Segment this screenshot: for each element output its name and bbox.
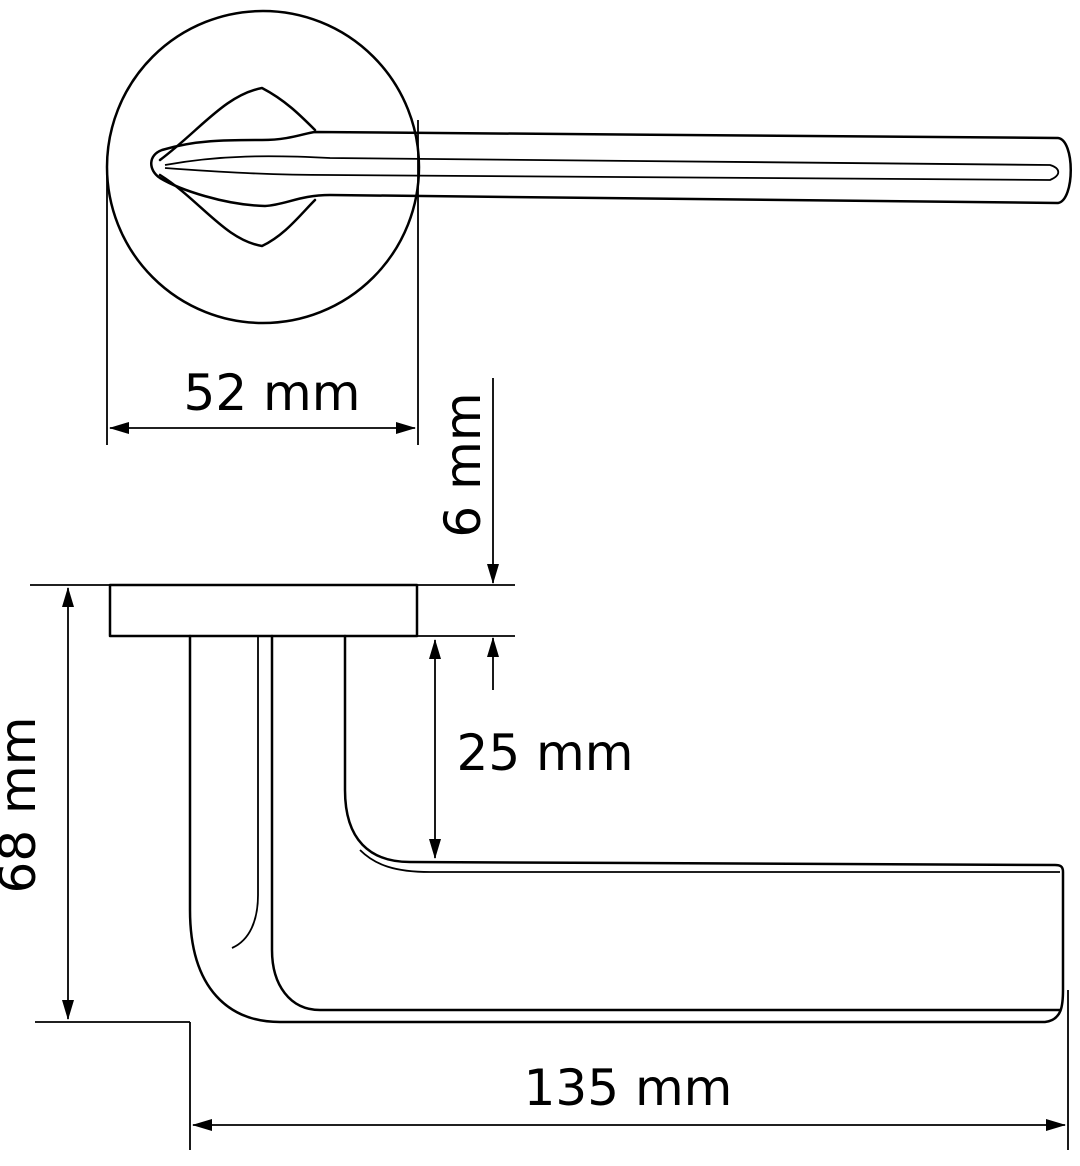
dimension-label-6mm: 6 mm bbox=[434, 392, 492, 537]
rose-plate bbox=[108, 583, 419, 638]
rose-circle bbox=[105, 9, 421, 325]
side-view bbox=[108, 583, 1065, 1024]
dimension-projection: 25 mm bbox=[429, 639, 634, 859]
dimension-height: 68 mm bbox=[0, 584, 190, 1023]
dimension-label-68mm: 68 mm bbox=[0, 717, 47, 894]
dimension-rose-thickness: 6 mm bbox=[418, 378, 515, 690]
dimension-label-52mm: 52 mm bbox=[184, 364, 361, 422]
lever-side-inner-contour bbox=[270, 634, 1062, 1012]
lever-side-highlight bbox=[231, 636, 259, 949]
dimension-label-25mm: 25 mm bbox=[457, 724, 634, 782]
dimension-rose-diameter: 52 mm bbox=[106, 120, 419, 445]
lever-top-highlight bbox=[164, 155, 1060, 181]
lever-side-top-edge bbox=[359, 849, 1060, 873]
lever-side-outline bbox=[188, 634, 1065, 1024]
rose-diamond-insert bbox=[158, 86, 317, 248]
dimension-label-135mm: 135 mm bbox=[524, 1059, 733, 1117]
top-view bbox=[105, 9, 1072, 325]
dimension-length: 135 mm bbox=[189, 990, 1069, 1150]
lever-top-outline bbox=[150, 130, 1072, 208]
